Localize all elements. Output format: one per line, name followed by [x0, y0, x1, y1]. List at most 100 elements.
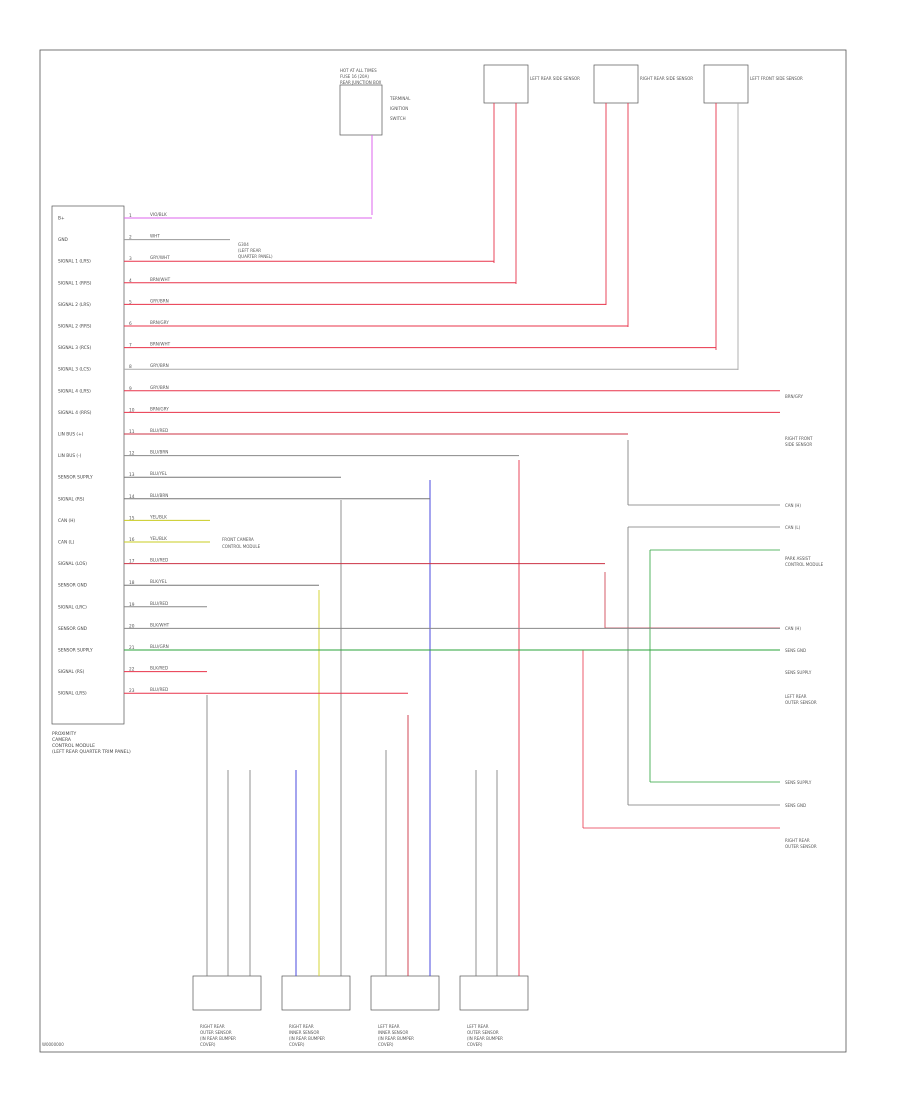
wire-code: BLK/YEL: [150, 579, 168, 584]
pin-name: SIGNAL (RS): [58, 669, 85, 675]
right-label: CAN (L): [785, 525, 801, 530]
diagram-id: W0000000: [42, 1042, 64, 1047]
pin-name: SIGNAL 4 (RRS): [58, 410, 92, 416]
bottom-sensor-3: LEFT REAR INNER SENSOR (IN REAR BUMPER C…: [370, 975, 440, 1047]
wire-code: WHT: [150, 234, 160, 239]
bottom-sensor-label: (IN REAR BUMPER: [289, 1036, 325, 1041]
pin-number: 1: [129, 213, 132, 219]
wire-code: YEL/BLK: [149, 514, 167, 519]
pin-name: SIGNAL (LRS): [58, 691, 87, 697]
top-sensor-label: LEFT FRONT SIDE SENSOR: [750, 76, 803, 81]
module-label-line: CAMERA: [52, 737, 72, 743]
right-label: PARK ASSIST: [785, 556, 811, 561]
bottom-sensor-4: LEFT REAR OUTER SENSOR (IN REAR BUMPER C…: [459, 975, 529, 1047]
ground-note: QUARTER PANEL): [238, 254, 273, 259]
bottom-sensor-label: (IN REAR BUMPER: [200, 1036, 236, 1041]
pin-name: LIN BUS (-): [58, 453, 82, 459]
pin-name: CAN (H): [58, 518, 75, 524]
right-label: RIGHT REAR: [785, 838, 810, 843]
pin-number: 2: [129, 235, 132, 241]
ground-note: G304: [238, 242, 249, 247]
pin-name: SIGNAL (RS): [58, 496, 85, 502]
bottom-sensor-label: COVER): [200, 1042, 216, 1047]
wire-code: VIO/BLK: [150, 212, 167, 217]
wire-code: GRY/BRN: [150, 363, 169, 368]
right-label: LEFT REAR: [785, 694, 807, 699]
pin-number: 13: [129, 472, 135, 478]
pin-number: 11: [129, 429, 135, 435]
pin-name: SIGNAL (LOS): [58, 561, 87, 567]
right-label: CAN (H): [785, 503, 801, 508]
module-label-line: CONTROL MODULE: [52, 743, 95, 749]
pin-name: SENSOR GND: [58, 626, 88, 632]
pin-number: 17: [129, 559, 135, 565]
wire-code: BRN/GRY: [150, 406, 169, 411]
pin-number: 21: [129, 645, 135, 651]
right-label: SENS GND: [785, 803, 806, 808]
wire-code: BLU/RED: [150, 428, 168, 433]
ignition-line: FUSE 16 (20A): [340, 74, 369, 79]
bottom-sensor-label: COVER): [378, 1042, 394, 1047]
pin-name: B+: [58, 216, 65, 222]
ignition-box: [339, 84, 383, 136]
pin-name: SIGNAL 3 (RCS): [58, 345, 92, 351]
right-label: OUTER SENSOR: [785, 700, 817, 705]
pin-number: 7: [129, 343, 132, 349]
wire-code: GRY/WHT: [150, 255, 170, 260]
module-label-line: (LEFT REAR QUARTER TRIM PANEL): [52, 749, 131, 755]
wire-code: GRY/BRN: [150, 298, 169, 303]
right-label: CONTROL MODULE: [785, 562, 824, 567]
wire-code: BLU/BRN: [150, 493, 168, 498]
right-side-wiring: [582, 440, 780, 829]
wire-code: BLK/WHT: [150, 622, 170, 627]
pin-name: GND: [58, 237, 69, 243]
pin-number: 20: [129, 623, 135, 629]
bottom-sensor-label: COVER): [289, 1042, 305, 1047]
pin-number: 4: [129, 278, 132, 284]
pin-number: 9: [129, 386, 132, 392]
pin-number: 8: [129, 364, 132, 370]
wire-code: BLU/BRN: [150, 450, 168, 455]
wire-code: BRN/WHT: [150, 342, 171, 347]
pin-number: 19: [129, 602, 135, 608]
pin-number: 12: [129, 451, 135, 457]
pin-name: SIGNAL 4 (LRS): [58, 388, 91, 394]
bottom-sensor-label: LEFT REAR: [378, 1024, 400, 1029]
top-sensor-label: RIGHT REAR SIDE SENSOR: [640, 76, 693, 81]
wire-code: BLU/RED: [150, 687, 168, 692]
ignition-line: REAR JUNCTION BOX: [340, 80, 382, 85]
pin-number: 18: [129, 580, 135, 586]
right-label: SENS SUPPLY: [785, 670, 812, 675]
pin-name: SIGNAL 1 (LRS): [58, 259, 91, 265]
bottom-sensor-label: OUTER SENSOR: [467, 1030, 499, 1035]
wire-code: BLU/YEL: [150, 471, 168, 476]
module-label: PROXIMITY CAMERA CONTROL MODULE (LEFT RE…: [52, 731, 131, 755]
splice-note: FRONT CAMERA: [222, 537, 254, 542]
right-label: SENS GND: [785, 648, 806, 653]
top-sensor-3: LEFT FRONT SIDE SENSOR: [703, 64, 803, 104]
pin-number: 16: [129, 537, 135, 543]
ignition-pin-label: IGNITION: [390, 106, 408, 111]
bottom-sensor-label: RIGHT REAR: [289, 1024, 314, 1029]
pin-number: 23: [129, 688, 135, 694]
bottom-sensor-label: (IN REAR BUMPER: [467, 1036, 503, 1041]
top-sensor-1: LEFT REAR SIDE SENSOR: [483, 64, 580, 104]
pin-number: 15: [129, 515, 135, 521]
bottom-sensor-2: RIGHT REAR INNER SENSOR (IN REAR BUMPER …: [281, 975, 351, 1047]
wire-code: BLU/GRN: [150, 644, 169, 649]
bottom-sensor-label: RIGHT REAR: [200, 1024, 225, 1029]
control-module-box: [51, 205, 125, 725]
right-label: SIDE SENSOR: [785, 442, 812, 447]
bottom-sensor-label: COVER): [467, 1042, 483, 1047]
right-label: SENS SUPPLY: [785, 780, 812, 785]
pin-name: SIGNAL 2 (RRS): [58, 324, 92, 330]
right-label: BRN/GRY: [785, 394, 803, 399]
ground-note: (LEFT REAR: [238, 248, 261, 253]
right-labels: BRN/GRY RIGHT FRONT SIDE SENSOR CAN (H) …: [785, 394, 824, 849]
pin-number: 10: [129, 407, 135, 413]
pin-number: 6: [129, 321, 132, 327]
pin-name: SIGNAL 2 (LRS): [58, 302, 91, 308]
bottom-sensor-label: LEFT REAR: [467, 1024, 489, 1029]
